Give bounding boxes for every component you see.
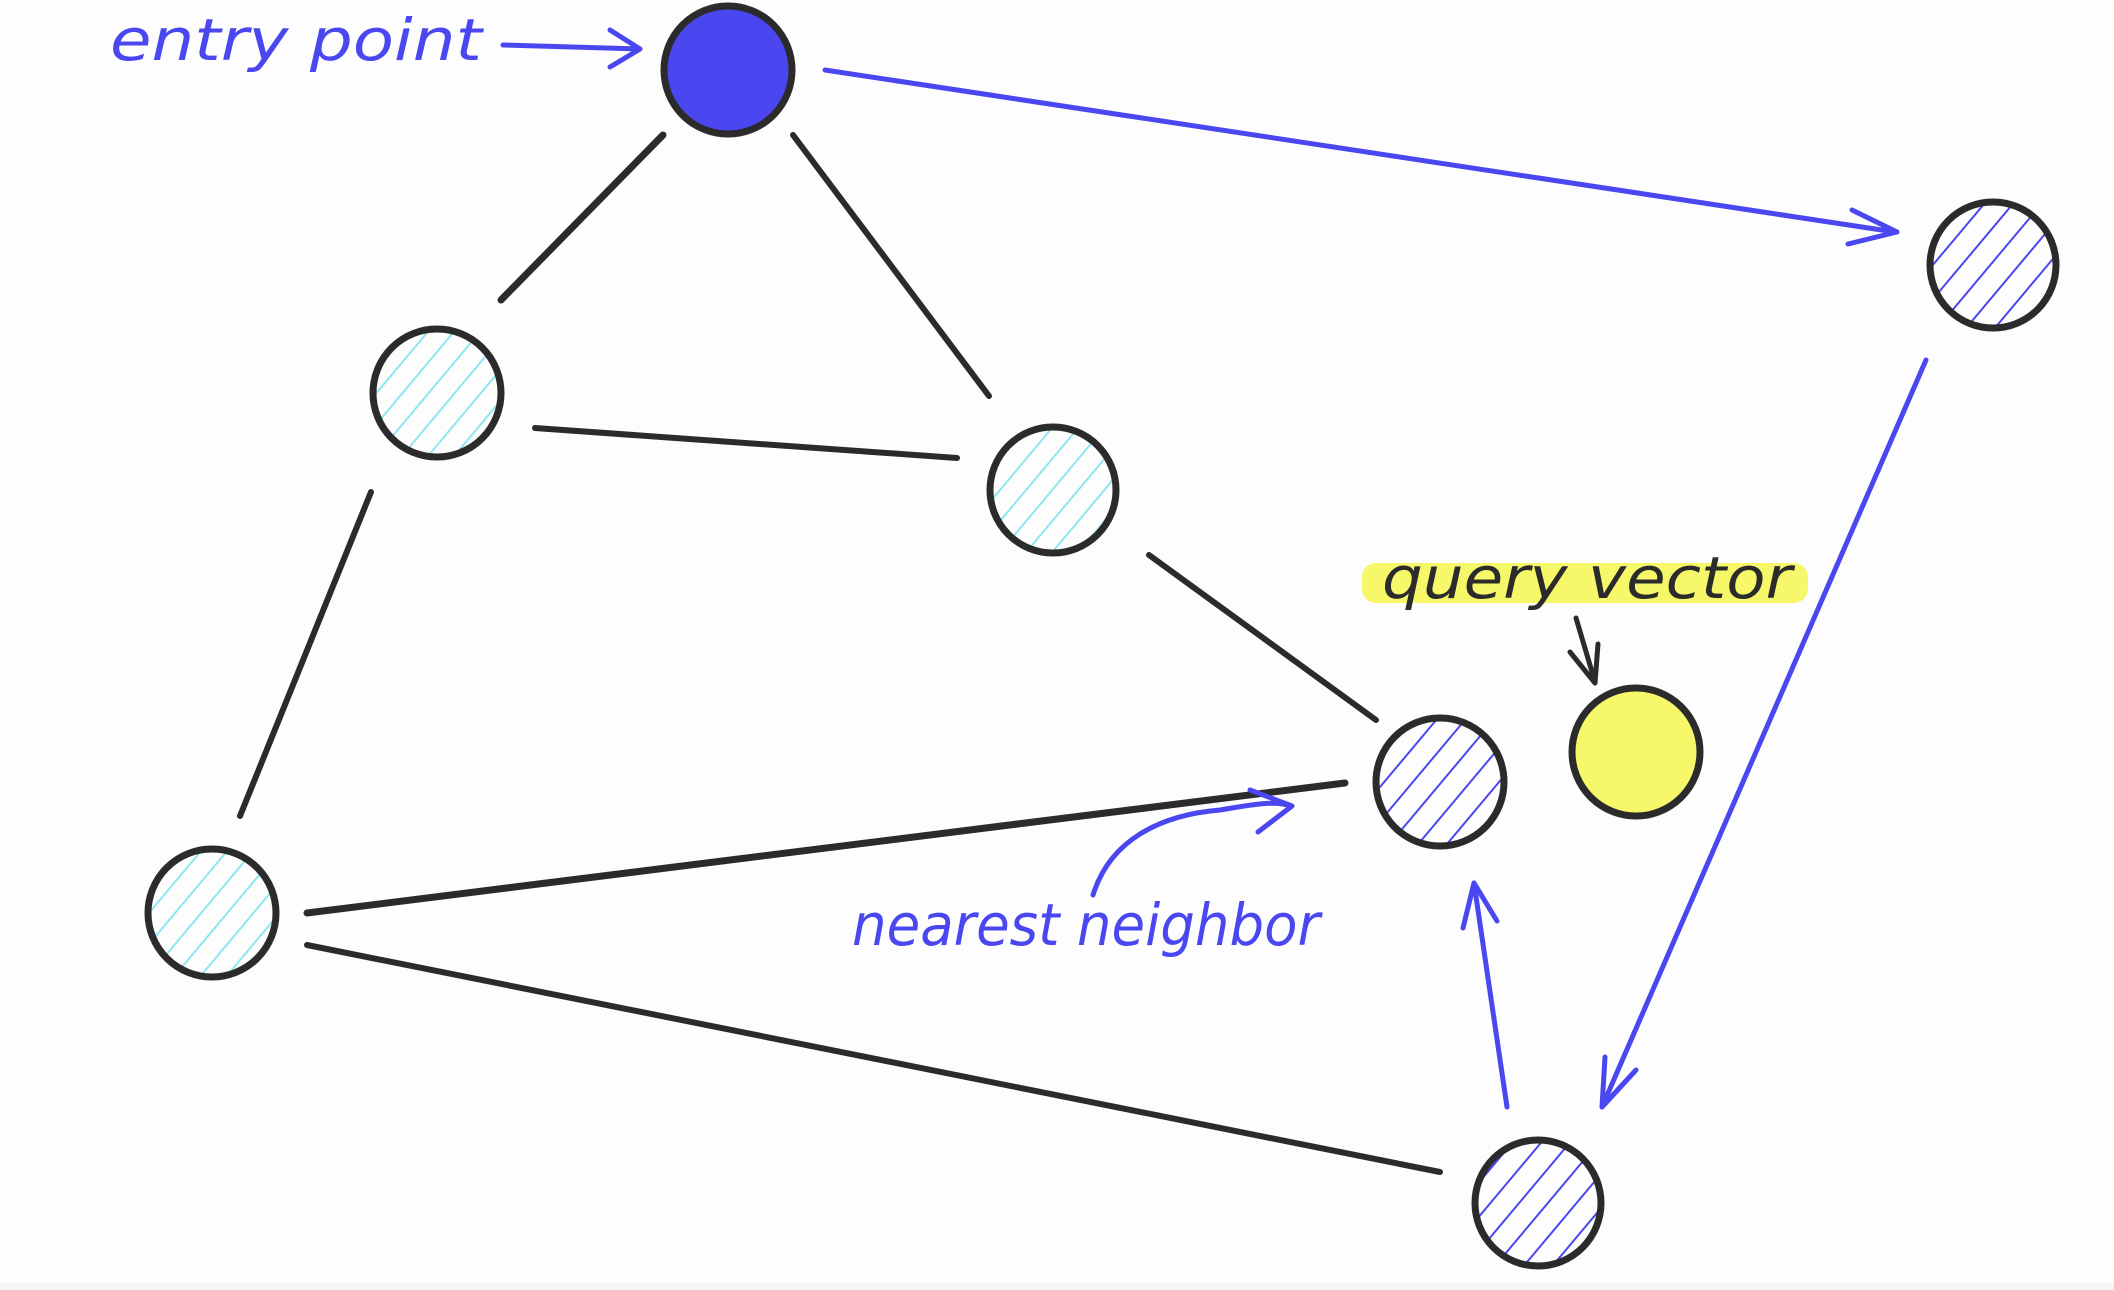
upper-left-node[interactable] bbox=[369, 325, 505, 461]
entry-point-node[interactable] bbox=[660, 2, 796, 138]
right-node-hatch bbox=[1933, 205, 2053, 325]
search-path bbox=[822, 67, 1929, 1110]
edge-entry-upper-left bbox=[497, 131, 667, 304]
edge-lower-left-nearest bbox=[303, 779, 1349, 917]
nearest-neighbor-pointer-arrow bbox=[1090, 787, 1295, 898]
middle-node[interactable] bbox=[986, 423, 1120, 557]
path-arrow-bottom-to-nearest bbox=[1460, 880, 1510, 1110]
middle-node-hatch bbox=[992, 429, 1114, 551]
edge-entry-middle bbox=[790, 132, 992, 399]
query-vector-node[interactable] bbox=[1568, 684, 1704, 820]
edge-middle-nearest bbox=[1146, 552, 1379, 723]
nearest-neighbor-label: nearest neighbor bbox=[852, 891, 1323, 959]
query-vector-highlight bbox=[1362, 563, 1808, 603]
lower-left-node-hatch bbox=[150, 851, 274, 975]
entry-point-pointer-arrow bbox=[500, 27, 643, 70]
edge-lower-left-bottom bbox=[304, 942, 1443, 1175]
query-vector-pointer-arrow bbox=[1567, 615, 1601, 686]
right-node[interactable] bbox=[1926, 198, 2060, 332]
graph-nodes bbox=[144, 2, 2060, 1270]
edge-upper-left-lower-left bbox=[237, 489, 374, 819]
bottom-band bbox=[0, 1283, 2114, 1290]
graph-edges bbox=[237, 131, 1443, 1175]
upper-left-node-hatch bbox=[375, 331, 499, 455]
edge-upper-left-middle bbox=[532, 425, 960, 461]
nearest-neighbor-node-hatch bbox=[1378, 720, 1502, 844]
bottom-node[interactable] bbox=[1471, 1136, 1605, 1270]
nearest-neighbor-node[interactable] bbox=[1372, 714, 1508, 850]
path-arrow-entry-to-right bbox=[822, 67, 1900, 247]
bottom-node-hatch bbox=[1477, 1142, 1599, 1264]
lower-left-node[interactable] bbox=[144, 845, 280, 981]
path-arrow-right-to-bottom bbox=[1599, 357, 1929, 1110]
entry-point-label: entry point bbox=[110, 6, 485, 74]
query-vector-label: query vector bbox=[1382, 544, 1795, 612]
